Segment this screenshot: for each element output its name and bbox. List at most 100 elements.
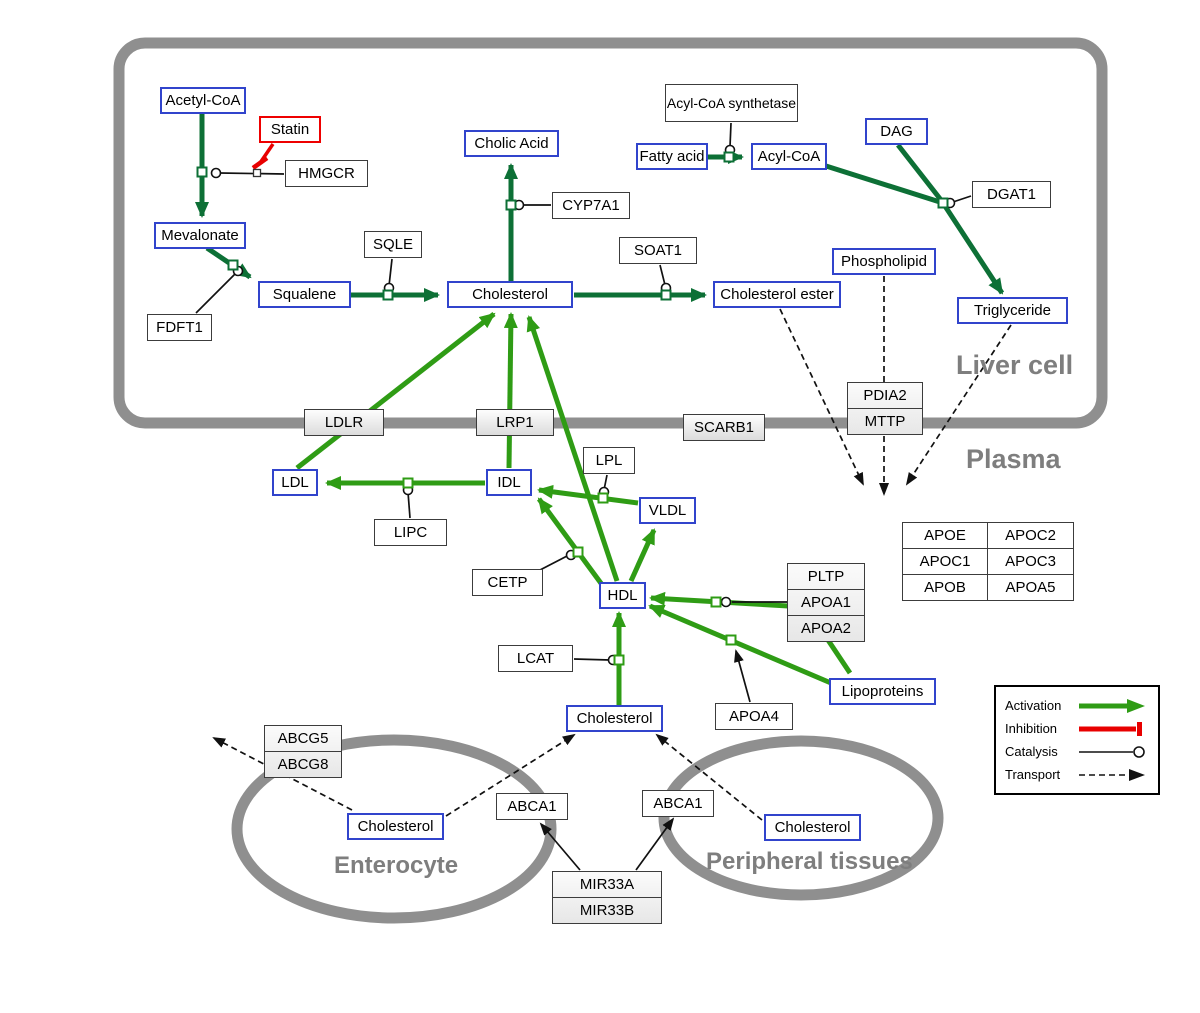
catalysis-acylcoa-synthetase <box>729 122 732 148</box>
transport-arrow-icon <box>1079 768 1145 781</box>
node-soat1[interactable]: SOAT1 <box>619 237 697 264</box>
node-abca1-left[interactable]: ABCA1 <box>496 793 568 820</box>
edge-vldl-idl <box>537 484 639 506</box>
edge-mir33-abca1-left <box>539 822 581 871</box>
table-cell-apob[interactable]: APOB <box>903 575 988 600</box>
table-cell-apoc2[interactable]: APOC2 <box>988 523 1073 549</box>
catalysis-soat1 <box>659 264 666 286</box>
table-cell-apoa5[interactable]: APOA5 <box>1005 579 1056 596</box>
edge-hdl-vldl <box>628 528 657 583</box>
node-dag[interactable]: DAG <box>865 118 928 145</box>
table-cell-pdia2[interactable]: PDIA2 <box>863 387 907 404</box>
node-fdft1[interactable]: FDFT1 <box>147 314 212 341</box>
node-hdl[interactable]: HDL <box>599 582 646 609</box>
legend-row-inhibition: Inhibition <box>1005 717 1149 740</box>
reaction-squares <box>196 151 949 666</box>
abcg-table: ABCG5 ABCG8 <box>264 725 342 778</box>
node-acetyl-coa[interactable]: Acetyl-CoA <box>160 87 246 114</box>
node-acyl-coa[interactable]: Acyl-CoA <box>751 143 827 170</box>
table-cell-apoc1[interactable]: APOC1 <box>903 549 988 575</box>
table-cell-mir33a[interactable]: MIR33A <box>579 876 635 893</box>
legend-row-activation: Activation <box>1005 694 1149 717</box>
node-lipc[interactable]: LIPC <box>374 519 447 546</box>
transport-triglyceride-plasma <box>905 324 1012 486</box>
node-ldlr[interactable]: LDLR <box>304 409 384 436</box>
legend-catalysis-label: Catalysis <box>1005 744 1058 759</box>
edge-idl-cholesterol <box>503 312 518 469</box>
transport-enterocyte-lumen <box>212 737 353 811</box>
catalysis-lcat <box>573 658 611 661</box>
catalysis-lipc <box>407 491 411 519</box>
apolipoprotein-table: APOE APOC2 APOC1 APOC3 APOB APOA5 <box>902 522 1074 601</box>
node-cholesterol-enterocyte[interactable]: Cholesterol <box>347 813 444 840</box>
legend-inhibition-label: Inhibition <box>1005 721 1058 736</box>
node-lipoproteins[interactable]: Lipoproteins <box>829 678 936 705</box>
node-dgat1[interactable]: DGAT1 <box>972 181 1051 208</box>
edge-lipoproteins-hdl-lower <box>648 603 839 689</box>
peripheral-tissues-label: Peripheral tissues <box>706 848 913 875</box>
activation-edges-plasma <box>295 312 853 705</box>
catalysis-sqle <box>388 258 393 287</box>
edge-dag-junction <box>896 143 943 202</box>
node-lpl[interactable]: LPL <box>583 447 635 474</box>
node-acyl-coa-synthetase[interactable]: Acyl-CoA synthetase <box>665 84 798 122</box>
table-cell-apoa2[interactable]: APOA2 <box>788 615 864 641</box>
catalysis-cetp <box>539 554 570 571</box>
table-cell-mir33b[interactable]: MIR33B <box>553 897 661 923</box>
catalysis-fdft1 <box>195 273 236 314</box>
table-cell-apoe[interactable]: APOE <box>903 523 988 549</box>
transport-edges <box>212 276 1012 821</box>
catalysis-edges <box>195 122 972 661</box>
node-cholesterol-liver[interactable]: Cholesterol <box>447 281 573 308</box>
legend: Activation Inhibition Catalysis Transpor… <box>994 685 1160 795</box>
regulation-edges <box>539 649 751 871</box>
table-cell-apoa1[interactable]: APOA1 <box>788 589 864 615</box>
table-cell-mttp[interactable]: MTTP <box>848 408 922 434</box>
node-apoa4[interactable]: APOA4 <box>715 703 793 730</box>
node-abca1-right[interactable]: ABCA1 <box>642 790 714 817</box>
node-cholic-acid[interactable]: Cholic Acid <box>464 130 559 157</box>
catalysis-circle-icon <box>1079 745 1145 758</box>
liver-cell-membrane <box>113 37 1108 429</box>
node-hmgcr[interactable]: HMGCR <box>285 160 368 187</box>
node-idl[interactable]: IDL <box>486 469 532 496</box>
node-scarb1[interactable]: SCARB1 <box>683 414 765 441</box>
node-cyp7a1[interactable]: CYP7A1 <box>552 192 630 219</box>
pltp-apoa-table: PLTP APOA1 APOA2 <box>787 563 865 642</box>
enterocyte-label: Enterocyte <box>334 852 459 879</box>
node-squalene[interactable]: Squalene <box>258 281 351 308</box>
table-cell-abcg8[interactable]: ABCG8 <box>265 751 341 777</box>
node-cholesterol-ester[interactable]: Cholesterol ester <box>713 281 841 308</box>
node-lcat[interactable]: LCAT <box>498 645 573 672</box>
node-mevalonate[interactable]: Mevalonate <box>154 222 246 249</box>
edge-hdl-idl <box>536 497 606 588</box>
node-sqle[interactable]: SQLE <box>364 231 422 258</box>
table-cell-apoc3[interactable]: APOC3 <box>988 549 1073 575</box>
node-cholesterol-peripheral[interactable]: Cholesterol <box>764 814 861 841</box>
node-cholesterol-plasma[interactable]: Cholesterol <box>566 705 663 732</box>
legend-row-catalysis: Catalysis <box>1005 740 1149 763</box>
liver-cell-label: Liver cell <box>956 350 1074 380</box>
edge-hdl-cholesterol <box>526 315 620 582</box>
node-lrp1[interactable]: LRP1 <box>476 409 554 436</box>
legend-activation-label: Activation <box>1005 698 1062 713</box>
node-vldl[interactable]: VLDL <box>639 497 696 524</box>
edge-mir33-abca1-right <box>635 817 675 871</box>
node-fatty-acid[interactable]: Fatty acid <box>636 143 708 170</box>
node-triglyceride[interactable]: Triglyceride <box>957 297 1068 324</box>
node-statin[interactable]: Statin <box>259 116 321 143</box>
legend-transport-label: Transport <box>1005 767 1061 782</box>
legend-row-transport: Transport <box>1005 763 1149 786</box>
edge-ldl-cholesterol <box>295 312 496 470</box>
table-cell-pltp[interactable]: PLTP <box>807 568 845 585</box>
node-ldl[interactable]: LDL <box>272 469 318 496</box>
plasma-label: Plasma <box>966 444 1061 474</box>
table-cell-abcg5[interactable]: ABCG5 <box>277 730 329 747</box>
catalysis-hmgcr <box>219 172 285 175</box>
mir33-table: MIR33A MIR33B <box>552 871 662 924</box>
node-cetp[interactable]: CETP <box>472 569 543 596</box>
inhibition-bar-icon <box>1079 721 1142 736</box>
node-phospholipid[interactable]: Phospholipid <box>832 248 936 275</box>
